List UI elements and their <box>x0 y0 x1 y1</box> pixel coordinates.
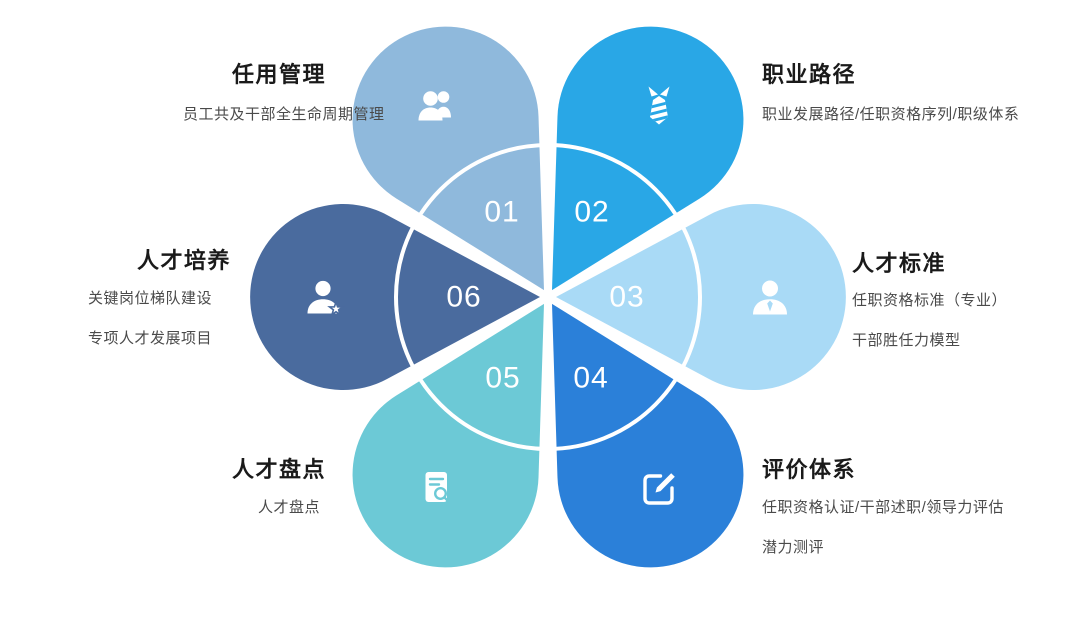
petal-04-title: 评价体系 <box>762 457 857 482</box>
petal-02-title: 职业路径 <box>762 62 857 87</box>
document-search-icon <box>425 472 450 503</box>
petal-group <box>250 26 846 568</box>
petal-05-shape <box>352 303 544 568</box>
petal-02-number: 02 <box>574 196 609 229</box>
petal-04-number: 04 <box>573 362 608 395</box>
person-icon <box>753 280 787 315</box>
petal-03-number: 03 <box>609 281 644 314</box>
petal-01-number: 01 <box>484 196 519 229</box>
petal-01-shape <box>352 26 544 291</box>
edit-icon <box>643 473 675 505</box>
petal-04-desc-2: 潜力测评 <box>762 539 825 556</box>
petal-01-title: 任用管理 <box>232 62 327 87</box>
petal-04-desc-1: 任职资格认证/干部述职/领导力评估 <box>762 499 1004 516</box>
petal-02-desc-1: 职业发展路径/任职资格序列/职级体系 <box>762 106 1020 123</box>
petal-03-desc-2: 干部胜任力模型 <box>852 332 961 349</box>
petal-05-title: 人才盘点 <box>232 457 327 482</box>
petal-05-number: 05 <box>485 362 520 395</box>
petal-06-desc-2: 专项人才发展项目 <box>88 330 213 347</box>
petal-05-desc-1: 人才盘点 <box>258 499 321 516</box>
petal-06-number: 06 <box>446 281 481 314</box>
document-search-detail <box>428 477 450 503</box>
person-star-icon <box>307 280 345 317</box>
petal-01-desc-1: 员工共及干部全生命周期管理 <box>183 106 385 123</box>
person-tie-detail <box>767 300 773 312</box>
center-ring <box>394 143 702 451</box>
petal-02-shape <box>552 26 744 291</box>
petal-03-desc-1: 任职资格标准（专业） <box>852 292 1008 309</box>
people-icon <box>418 91 451 121</box>
petal-06-title: 人才培养 <box>137 248 232 273</box>
petal-04-shape <box>552 303 744 568</box>
step-numbers: 01 02 03 04 05 06 <box>446 196 644 395</box>
petal-06-desc-1: 关键岗位梯队建设 <box>88 290 213 307</box>
petal-03-title: 人才标准 <box>852 251 947 276</box>
star-detail <box>327 299 345 317</box>
